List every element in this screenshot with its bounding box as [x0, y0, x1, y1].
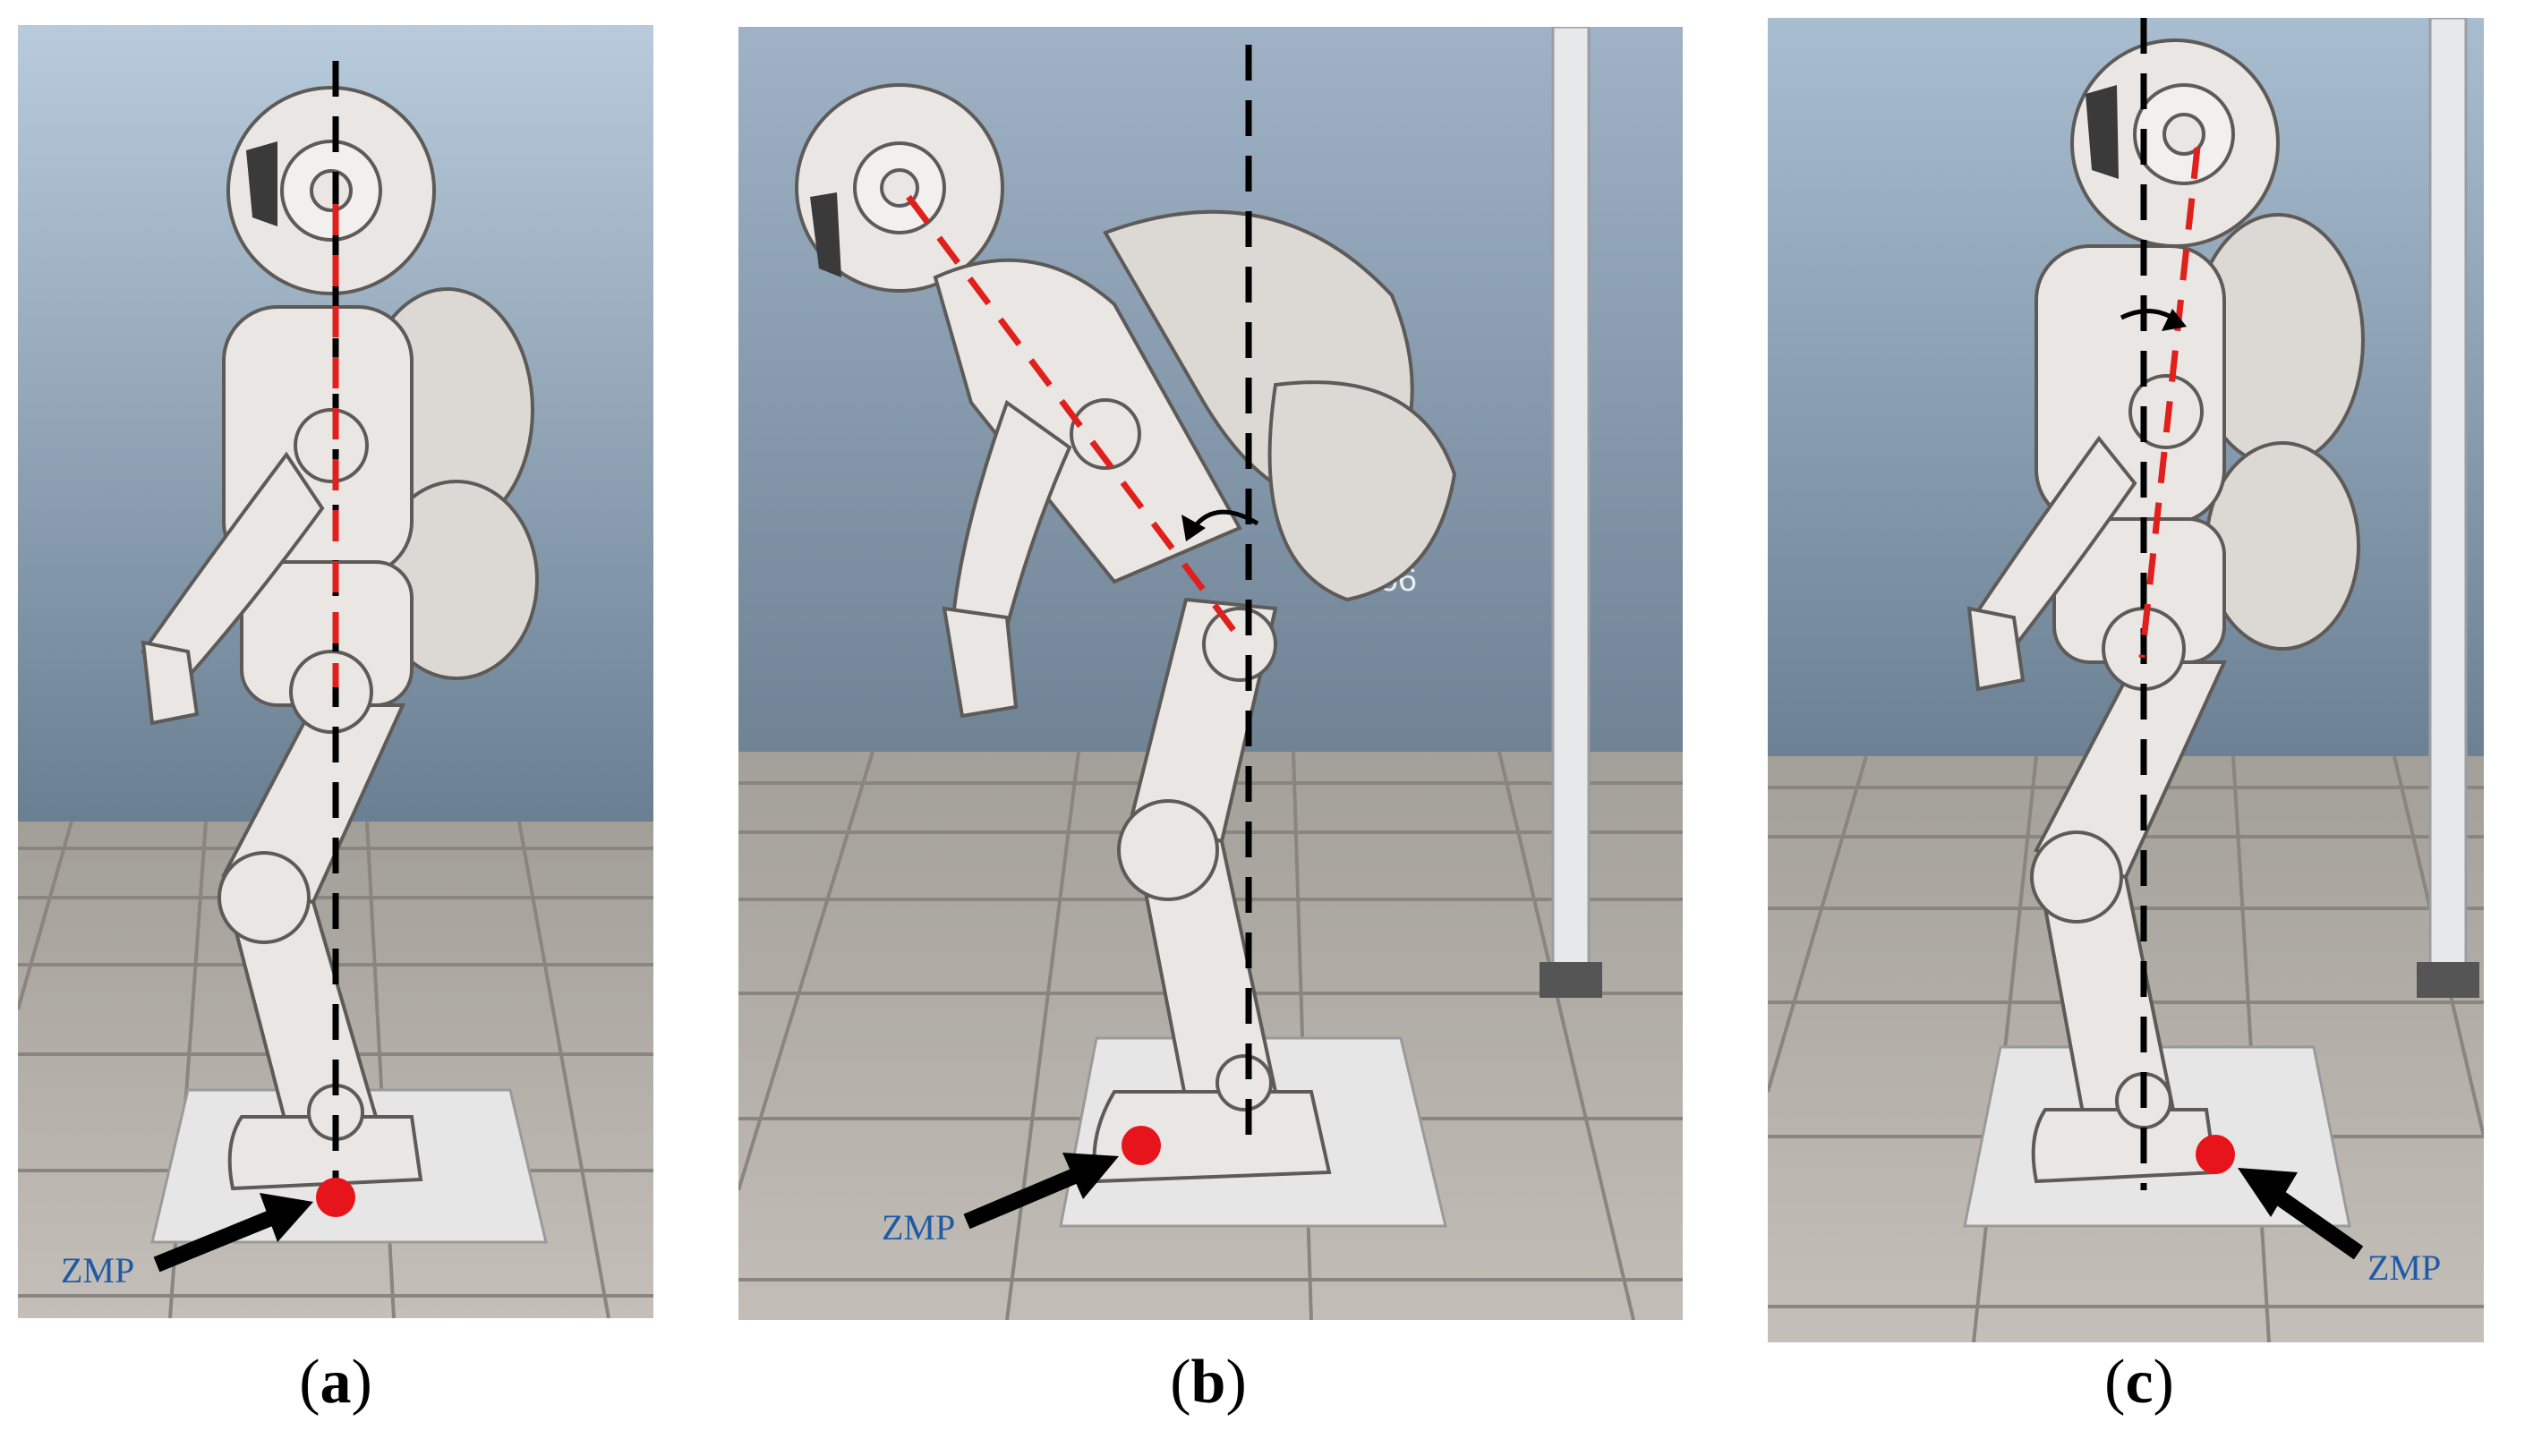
robot-head-dark-panel [810, 192, 841, 277]
zmp-dot [316, 1178, 355, 1217]
zmp-arrow-head [1062, 1153, 1119, 1199]
caption-a: (a) [299, 1348, 372, 1417]
zmp-arrow-shaft [2264, 1183, 2364, 1260]
trunk-axis-line [906, 194, 1247, 647]
panel-b-image: st666 ZMP [738, 27, 1683, 1320]
background-pole [2428, 18, 2468, 968]
zmp-label: ZMP [61, 1250, 134, 1290]
robot-head-dark-panel [2086, 85, 2119, 179]
trunk-axis-line [2138, 147, 2201, 659]
zmp-dot [2196, 1135, 2235, 1174]
background-pole [1551, 27, 1591, 968]
robot-figure [795, 83, 1457, 1184]
panel-c-image: ZMP [1768, 18, 2484, 1342]
zmp-arrow-shaft [153, 1207, 281, 1273]
robot-head-dark-panel [246, 141, 277, 226]
zmp-arrow-head [2238, 1168, 2298, 1217]
zmp-label: ZMP [2367, 1247, 2441, 1288]
zmp-arrow-head [260, 1193, 313, 1242]
caption-b: (b) [1170, 1348, 1247, 1417]
zmp-label: ZMP [882, 1207, 955, 1247]
zmp-arrow-shaft [963, 1164, 1087, 1230]
panel-a-image: ZMP [18, 25, 653, 1318]
zmp-dot [1122, 1126, 1161, 1165]
caption-c: (c) [2104, 1348, 2174, 1417]
